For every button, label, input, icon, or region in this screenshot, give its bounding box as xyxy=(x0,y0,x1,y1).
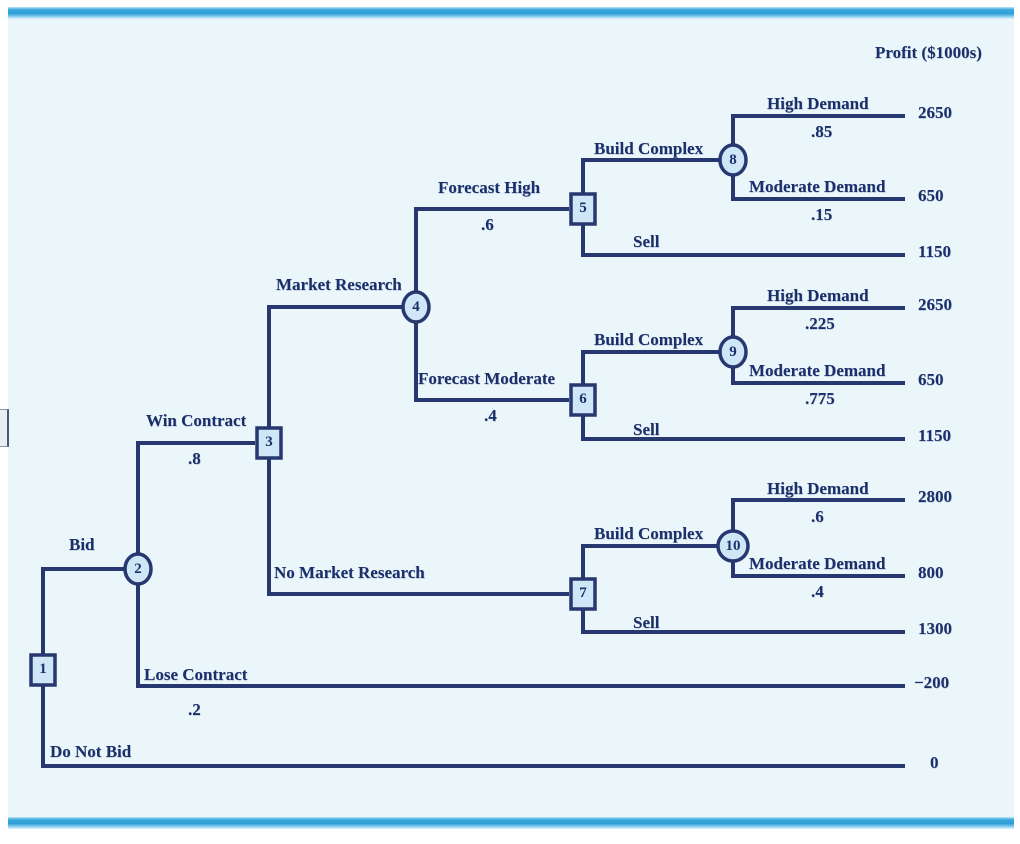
edge-moderate-demand-8 xyxy=(731,174,905,201)
edge-lose-contract xyxy=(136,583,905,688)
node-2-circle[interactable] xyxy=(123,552,153,586)
edge-high-demand-10 xyxy=(731,498,905,532)
node-4-circle[interactable] xyxy=(401,290,431,324)
edge-win-contract xyxy=(136,441,255,555)
payoff-1150-b: 1150 xyxy=(918,426,952,445)
payoff-0: 0 xyxy=(930,753,939,772)
branch-label-high-demand-8: High Demand xyxy=(767,94,869,113)
payoff-650-a: 650 xyxy=(918,186,944,205)
edge-build-complex-7 xyxy=(581,544,719,579)
payoff-800: 800 xyxy=(918,563,944,582)
payoff-1150-a: 1150 xyxy=(918,242,952,261)
edge-high-demand-9 xyxy=(731,306,905,338)
node-1-square[interactable] xyxy=(29,653,57,687)
edge-do-not-bid xyxy=(41,685,905,768)
branch-label-moderate-demand-8: Moderate Demand xyxy=(749,177,886,196)
prob-lose-contract: .2 xyxy=(188,700,201,719)
node-9-circle[interactable] xyxy=(718,335,748,369)
payoff-2800: 2800 xyxy=(918,487,952,506)
prob-moderate-demand-10: .4 xyxy=(811,582,824,601)
branch-label-forecast-moderate: Forecast Moderate xyxy=(418,369,556,388)
branch-label-high-demand-10: High Demand xyxy=(767,479,869,498)
branch-label-lose-contract: Lose Contract xyxy=(144,665,248,684)
node-3-square[interactable] xyxy=(255,426,283,460)
top-rule xyxy=(8,7,1014,19)
prob-forecast-moderate: .4 xyxy=(484,406,497,425)
profit-header: Profit ($1000s) xyxy=(875,43,982,62)
branch-label-market-research: Market Research xyxy=(276,275,402,294)
branch-label-build-complex-6: Build Complex xyxy=(594,330,704,349)
edge-sell-5 xyxy=(581,224,905,257)
branch-label-moderate-demand-10: Moderate Demand xyxy=(749,554,886,573)
payoff-2650-b: 2650 xyxy=(918,295,952,314)
node-5-square[interactable] xyxy=(569,192,597,226)
branch-label-high-demand-9: High Demand xyxy=(767,286,869,305)
branch-label-moderate-demand-9: Moderate Demand xyxy=(749,361,886,380)
node-7-square[interactable] xyxy=(569,577,597,611)
payoff-1300: 1300 xyxy=(918,619,952,638)
edge-bid xyxy=(41,567,124,655)
node-8-circle[interactable] xyxy=(718,143,748,177)
edge-build-complex-6 xyxy=(581,350,719,385)
prob-high-demand-10: .6 xyxy=(811,507,824,526)
edge-sell-6 xyxy=(581,415,905,441)
node-10-circle[interactable] xyxy=(716,529,750,563)
bottom-rule xyxy=(8,817,1014,829)
prob-moderate-demand-9: .775 xyxy=(805,389,835,408)
left-edge-artifact xyxy=(0,409,9,447)
branch-label-forecast-high: Forecast High xyxy=(438,178,541,197)
edge-moderate-demand-10 xyxy=(731,560,905,578)
edge-moderate-demand-9 xyxy=(731,366,905,385)
prob-moderate-demand-8: .15 xyxy=(811,205,833,224)
payoff-650-b: 650 xyxy=(918,370,944,389)
branch-label-sell-7: Sell xyxy=(633,613,660,632)
edge-build-complex-5 xyxy=(581,158,719,194)
branch-label-do-not-bid: Do Not Bid xyxy=(50,742,132,761)
edge-forecast-high xyxy=(414,207,569,293)
node-6-square[interactable] xyxy=(569,383,597,417)
edge-no-market-research xyxy=(267,458,569,596)
edge-high-demand-8 xyxy=(731,114,905,146)
edge-sell-7 xyxy=(581,609,905,634)
branch-label-bid: Bid xyxy=(69,535,95,554)
branch-label-build-complex-7: Build Complex xyxy=(594,524,704,543)
payoff-neg200: −200 xyxy=(914,673,950,692)
edge-market-research xyxy=(267,305,402,428)
right-gutter xyxy=(1014,0,1020,844)
branch-label-win-contract: Win Contract xyxy=(146,411,247,430)
payoff-2650-a: 2650 xyxy=(918,103,952,122)
branch-label-sell-6: Sell xyxy=(633,420,660,439)
branch-label-build-complex-5: Build Complex xyxy=(594,139,704,158)
prob-forecast-high: .6 xyxy=(481,215,494,234)
prob-win-contract: .8 xyxy=(188,449,201,468)
branch-label-no-market-research: No Market Research xyxy=(274,563,425,582)
edge-forecast-moderate xyxy=(414,321,569,402)
prob-high-demand-8: .85 xyxy=(811,122,833,141)
prob-high-demand-9: .225 xyxy=(805,314,835,333)
branch-label-sell-5: Sell xyxy=(633,232,660,251)
